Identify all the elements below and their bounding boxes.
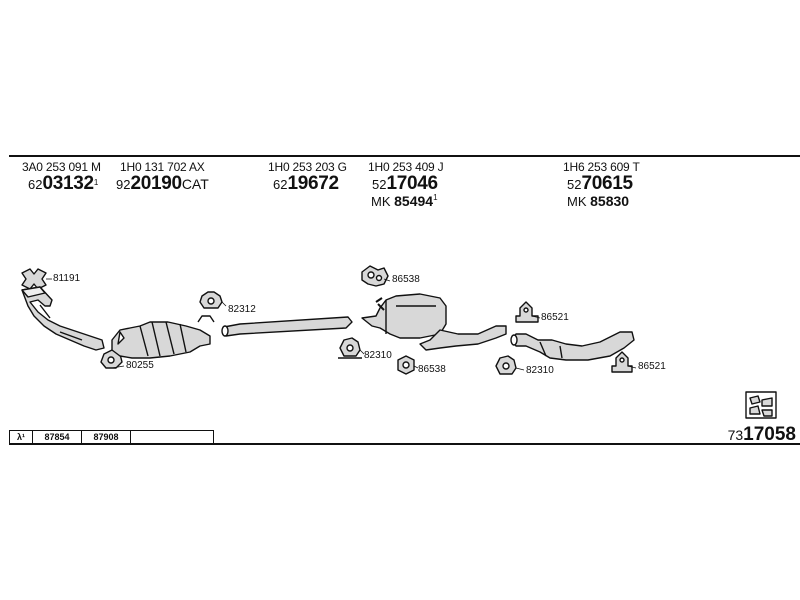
hanger-bottom-icon bbox=[397, 355, 415, 375]
part-number-1: 62031321 bbox=[28, 173, 99, 194]
mounting-kit-number: 85494 bbox=[394, 193, 434, 209]
part-number-main: 70615 bbox=[581, 173, 633, 194]
oe-number-4: 1H0 253 409 J bbox=[368, 160, 444, 174]
center-muffler-icon bbox=[361, 293, 507, 351]
part-number-3: 6219672 bbox=[273, 173, 339, 194]
part-number-5: 5270615 bbox=[567, 173, 633, 194]
rubber-mount-rear-icon bbox=[611, 351, 633, 373]
footer-table: λ¹ 87854 87908 bbox=[9, 430, 214, 444]
label-gasket-cat: 80255 bbox=[126, 360, 154, 371]
label-clamp-1: 82312 bbox=[228, 304, 256, 315]
clamp-82310-center-icon bbox=[338, 337, 362, 359]
part-number-main: 19672 bbox=[287, 173, 339, 194]
label-clamp-2: 82310 bbox=[364, 350, 392, 361]
label-clamp-3: 82310 bbox=[526, 365, 554, 376]
label-hanger-bottom: 86538 bbox=[418, 364, 446, 375]
mounting-kit-number: 85830 bbox=[590, 193, 630, 209]
label-rubber-2: 86521 bbox=[638, 361, 666, 372]
part-number-prefix: 62 bbox=[273, 177, 288, 192]
label-gasket-front: 81191 bbox=[53, 273, 81, 284]
part-number-prefix: 52 bbox=[567, 177, 582, 192]
footer-cell-2: 87908 bbox=[81, 430, 130, 444]
catalytic-converter-icon bbox=[111, 321, 211, 359]
rear-muffler-icon bbox=[510, 331, 635, 361]
intermediate-pipe-icon bbox=[221, 316, 353, 337]
hanger-top-icon bbox=[361, 265, 389, 287]
clamp-82310-rear-icon bbox=[495, 355, 517, 375]
oe-number-5: 1H6 253 609 T bbox=[563, 160, 640, 174]
mounting-kit-prefix: MK bbox=[567, 194, 587, 209]
front-pipe-icon bbox=[21, 286, 105, 351]
total-set-number: 7317058 bbox=[728, 424, 796, 446]
clamp-82312-icon bbox=[197, 291, 223, 323]
rubber-mount-top-icon bbox=[515, 301, 539, 323]
mounting-kit-sup: 1 bbox=[433, 193, 438, 202]
label-rubber-1: 86521 bbox=[541, 312, 569, 323]
label-hanger-top: 86538 bbox=[392, 274, 420, 285]
footer-cell-3 bbox=[130, 430, 214, 444]
gasket-front-icon bbox=[21, 268, 47, 290]
total-set-main: 17058 bbox=[743, 424, 796, 445]
oe-number-2: 1H0 131 702 AX bbox=[120, 160, 205, 174]
oe-number-1: 3A0 253 091 M bbox=[22, 160, 101, 174]
part-number-prefix: 62 bbox=[28, 177, 43, 192]
part-number-main: 20190 bbox=[130, 173, 182, 194]
mounting-kit-prefix: MK bbox=[371, 194, 391, 209]
part-number-main: 03132 bbox=[42, 173, 94, 194]
part-number-prefix: 52 bbox=[372, 177, 387, 192]
total-set-prefix: 73 bbox=[727, 427, 744, 443]
part-number-main: 17046 bbox=[386, 173, 438, 194]
total-set-icon bbox=[745, 391, 777, 419]
bottom-rule bbox=[9, 443, 800, 445]
mounting-kit-5: MK 85830 bbox=[567, 193, 629, 209]
oe-number-3: 1H0 253 203 G bbox=[268, 160, 347, 174]
part-number-4: 5217046 bbox=[372, 173, 438, 194]
part-number-prefix: 92 bbox=[116, 177, 131, 192]
part-number-suffix: CAT bbox=[181, 176, 209, 192]
mounting-kit-4: MK 854941 bbox=[371, 193, 438, 209]
part-number-sup: 1 bbox=[93, 178, 99, 187]
part-number-2: 9220190CAT bbox=[116, 173, 209, 194]
footer-cell-1: 87854 bbox=[32, 430, 81, 444]
top-rule bbox=[9, 155, 800, 157]
footer-cell-lambda: λ¹ bbox=[9, 430, 32, 444]
